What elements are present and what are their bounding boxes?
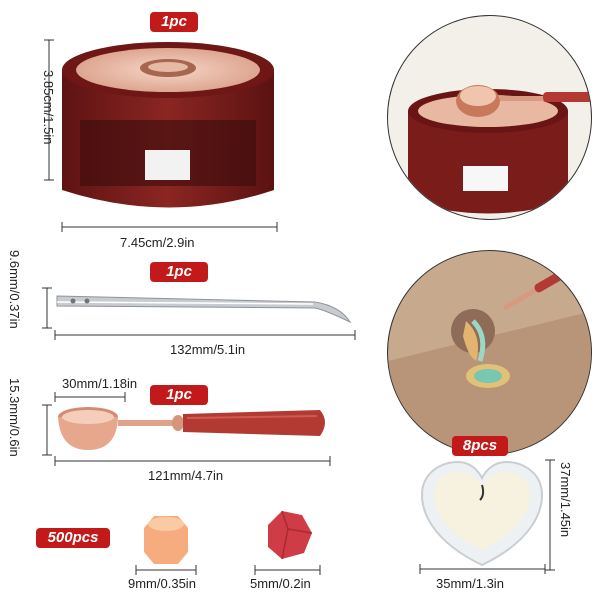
warmer-with-spoon-photo: [387, 15, 592, 220]
spoon-height-line: [42, 404, 52, 456]
heart-candle-image: [420, 460, 544, 567]
beads-qty-badge: 500pcs: [36, 528, 110, 548]
spoon-head-line: [54, 392, 126, 402]
orange-bead-label: 9mm/0.35in: [128, 576, 196, 591]
warmer-height-line: [44, 39, 54, 181]
candle-qty-badge: 8pcs: [452, 436, 508, 456]
warmer-qty-badge: 1pc: [150, 12, 198, 32]
candle-width-label: 35mm/1.3in: [436, 576, 504, 591]
tweezers-qty-badge: 1pc: [150, 262, 208, 282]
tweezers-image: [56, 295, 352, 324]
warmer-width-line: [61, 222, 278, 232]
tweezers-height-label: 9.6mm/0.37in: [7, 250, 22, 329]
candle-height-line: [545, 459, 555, 571]
red-bead-label: 5mm/0.2in: [250, 576, 311, 591]
warmer-width-label: 7.45cm/2.9in: [120, 235, 195, 250]
orange-bead-line: [135, 565, 197, 575]
spoon-length-line: [54, 456, 331, 466]
tweezers-height-line: [42, 287, 52, 329]
spoon-head-label: 30mm/1.18in: [62, 376, 138, 391]
spoon-qty-badge: 1pc: [150, 385, 208, 405]
orange-wax-bead-image: [144, 516, 188, 564]
red-bead-line: [254, 565, 321, 575]
tweezers-length-label: 132mm/5.1in: [170, 342, 246, 357]
melting-spoon-image: [58, 407, 325, 450]
tweezers-length-line: [54, 330, 356, 340]
spoon-length-label: 121mm/4.7in: [148, 468, 224, 483]
spoon-height-label: 15.3mm/0.6in: [7, 378, 22, 457]
candle-width-line: [419, 564, 546, 574]
sealing-photo: [387, 250, 592, 455]
red-wax-bead-image: [268, 510, 313, 560]
candle-height-label: 37mm/1.45in: [558, 462, 573, 538]
wax-warmer-image: [62, 42, 274, 208]
